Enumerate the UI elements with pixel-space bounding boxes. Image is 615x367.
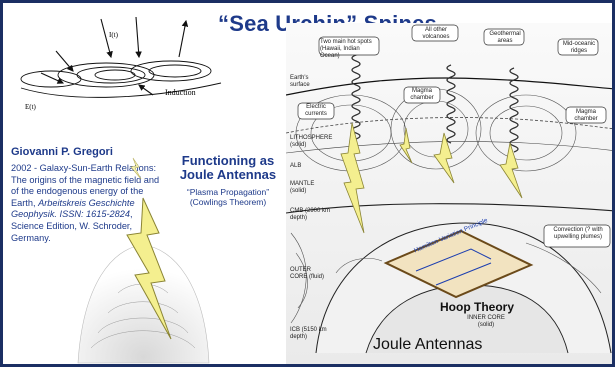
earth-cross-section-diagram — [286, 23, 615, 367]
magma-chamber-label-2: Magma chamber — [567, 109, 605, 123]
ridges-label: Mid-oceanic ridges — [559, 41, 599, 55]
icb-label: ICB (5150 km depth) — [290, 327, 334, 341]
mantle-label: MANTLE (solid) — [290, 181, 320, 195]
hotspots-label: Two main hot spots (Hawaii, Indian Ocean… — [320, 39, 380, 60]
geothermal-label: Geothermal areas — [485, 31, 525, 45]
induction-diagram: I(t) E(t) Induction — [11, 13, 231, 123]
surface-label: Earth's surface — [290, 75, 320, 89]
induction-label: Induction — [165, 88, 196, 97]
alb-label: ALB — [290, 163, 301, 169]
lithosphere-label: LITHOSPHERE (solid) — [290, 135, 340, 149]
electric-currents-label: Electric currents — [299, 104, 333, 118]
cmb-label: CMB (2900 km depth) — [290, 208, 330, 222]
joule-antennas-caption: Joule Antennas — [373, 336, 482, 354]
hoop-theory-label: Hoop Theory — [440, 300, 514, 314]
outer-core-label: OUTER CORE (fluid) — [290, 267, 324, 281]
current-top-label: I(t) — [109, 31, 119, 39]
lightning-dome-illustration — [73, 153, 213, 365]
magma-chamber-label: Magma chamber — [405, 88, 439, 102]
convection-label: Convection (? with upwelling plumes) — [546, 227, 610, 241]
current-bottom-label: E(t) — [25, 103, 37, 111]
volcanoes-label: All other volcanoes — [413, 27, 459, 41]
inner-core-label: INNER CORE (solid) — [461, 315, 511, 329]
